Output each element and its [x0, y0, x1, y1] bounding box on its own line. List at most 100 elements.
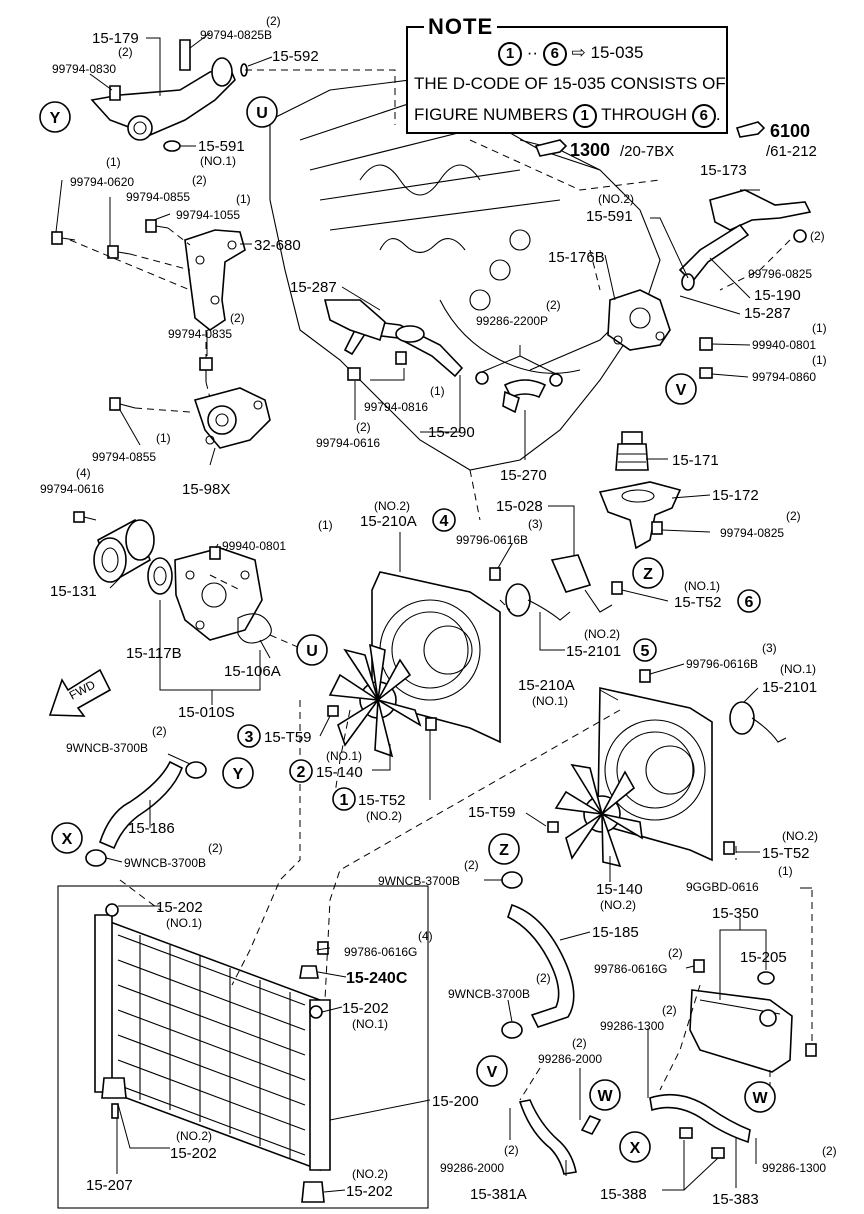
radiator-15-200: [94, 914, 331, 1172]
bolt-99796-0616b-b: [639, 669, 651, 683]
label-99796-0616b-b: 99796-0616B: [686, 657, 758, 671]
leader-lines: [55, 32, 812, 1193]
label-99794-0855-a: 99794-0855: [126, 190, 190, 204]
water-inlet-housing: [193, 387, 271, 449]
label-15-173: 15-173: [700, 162, 747, 179]
quantity-note: (NO.2): [600, 898, 636, 912]
label-15-t59-b: 15-T59: [468, 804, 516, 821]
label-99794-0620: 99794-0620: [70, 175, 134, 189]
clamp-9wncb-d: [501, 1021, 523, 1039]
plug-15-202-no1-a: [105, 903, 119, 917]
radiator-core-grid: [117, 934, 306, 1158]
quantity-note: (NO.1): [166, 916, 202, 930]
bolt-15-t52-c: [723, 841, 735, 855]
quantity-note: (NO.1): [200, 154, 236, 168]
quantity-note: (2): [230, 311, 245, 325]
quantity-note: V: [676, 382, 687, 399]
water-pipe-15-173: [678, 189, 812, 291]
cap-15-205: [757, 971, 775, 985]
pulley-15-131: [93, 518, 155, 584]
ref-6100-sub: /61-212: [766, 143, 817, 160]
fan-motor-15-2101-no1: [729, 701, 787, 743]
ref-arrow-1300-icon: [534, 139, 568, 157]
note-line-3b: THROUGH: [601, 105, 688, 124]
quantity-note: (NO.2): [782, 829, 818, 843]
bolt-9ggbd-0616: [805, 1043, 817, 1057]
hose-15-381a: [518, 1099, 577, 1175]
callout-x-left: X: [51, 822, 83, 854]
reservoir-tank-15-350: [689, 989, 793, 1073]
quantity-note: U: [306, 643, 318, 660]
note-range-code: 15-035: [590, 43, 644, 62]
fan-blade-no1: [328, 643, 422, 758]
quantity-note: (NO.2): [598, 192, 634, 206]
label-15-381a: 15-381A: [470, 1186, 527, 1203]
label-15-388: 15-388: [600, 1186, 647, 1203]
callout-6: 6: [737, 589, 761, 613]
quantity-note: 5: [641, 643, 650, 660]
thermostat-15-171: [615, 431, 649, 471]
callout-4: 4: [432, 508, 456, 532]
quantity-note: (4): [418, 929, 433, 943]
clamp-99286-2200p-a: [475, 371, 489, 385]
label-99286-1300-b: 99286-1300: [762, 1161, 826, 1175]
callout-2: 2: [289, 759, 313, 783]
note-line-2: THE D-CODE OF 15-035 CONSISTS OF: [414, 74, 726, 93]
label-99794-0825b: 99794-0825B: [200, 28, 272, 42]
note-box: NOTE 1 ·· 6 ⇨ 15-035 THE D-CODE OF 15-03…: [406, 14, 728, 134]
label-15-202-no1-b: 15-202: [342, 1000, 389, 1017]
quantity-note: (NO.2): [176, 1129, 212, 1143]
quantity-note: Y: [233, 766, 244, 783]
quantity-note: (1): [812, 321, 827, 335]
label-15-t52-no2-a: 15-T52: [358, 792, 406, 809]
label-15-140-no1: 15-140: [316, 764, 363, 781]
water-pump-15-010s: [174, 547, 263, 641]
fan-shroud-no2: [371, 571, 501, 744]
callout-w-right: W: [744, 1081, 776, 1113]
label-15-t52-no1: 15-T52: [674, 594, 722, 611]
quantity-note: 2: [297, 764, 306, 781]
label-15-171: 15-171: [672, 452, 719, 469]
quantity-note: (1): [430, 384, 445, 398]
label-15-131: 15-131: [50, 583, 97, 600]
label-15-591-no1: 15-591: [198, 138, 245, 155]
quantity-note: (NO.1): [352, 1017, 388, 1031]
hose-15-270-end: [502, 390, 520, 414]
quantity-note: (1): [778, 864, 793, 878]
label-9wncb-3700b-b: 9WNCB-3700B: [124, 856, 206, 870]
label-99794-0816: 99794-0816: [364, 400, 428, 414]
hose-15-383: [649, 1093, 751, 1144]
label-15-190: 15-190: [754, 287, 801, 304]
label-15-140-no2: 15-140: [596, 881, 643, 898]
bolt-15-t52-a: [611, 581, 623, 595]
quantity-note: (2): [266, 14, 281, 28]
quantity-note: W: [597, 1088, 613, 1105]
label-99940-0801-b: 99940-0801: [222, 539, 286, 553]
bolts-left-group: [51, 219, 213, 523]
label-15-2101-no2: 15-2101: [566, 643, 621, 660]
label-15-176b: 15-176B: [548, 249, 605, 266]
label-99286-2000-b: 99286-2000: [440, 1161, 504, 1175]
quantity-note: (2): [572, 1036, 587, 1050]
label-15-98x: 15-98X: [182, 481, 230, 498]
label-15-202-no2-b: 15-202: [346, 1183, 393, 1200]
label-15-172: 15-172: [712, 487, 759, 504]
quantity-note: (2): [662, 1003, 677, 1017]
label-15-t59-a: 15-T59: [264, 729, 312, 746]
quantity-note: (2): [822, 1144, 837, 1158]
fan-motor-15-2101-no2: [505, 583, 571, 621]
note-range-end: 6: [542, 42, 567, 66]
note-line-3c: .: [715, 105, 721, 124]
label-15-287-a: 15-287: [290, 279, 337, 296]
quantity-note: (1): [236, 192, 251, 206]
quantity-note: (3): [762, 641, 777, 655]
label-99794-0835: 99794-0835: [168, 327, 232, 341]
nut-99940-0801-b: [209, 546, 221, 560]
quantity-note: X: [630, 1140, 641, 1157]
bolt-99796-0616b-a: [489, 567, 501, 581]
quantity-note: (2): [464, 858, 479, 872]
note-line-3-start: 1: [572, 104, 597, 128]
quantity-note: (1): [156, 431, 171, 445]
callout-u-top: U: [246, 96, 278, 128]
label-99794-0616-b: 99794-0616: [316, 436, 380, 450]
